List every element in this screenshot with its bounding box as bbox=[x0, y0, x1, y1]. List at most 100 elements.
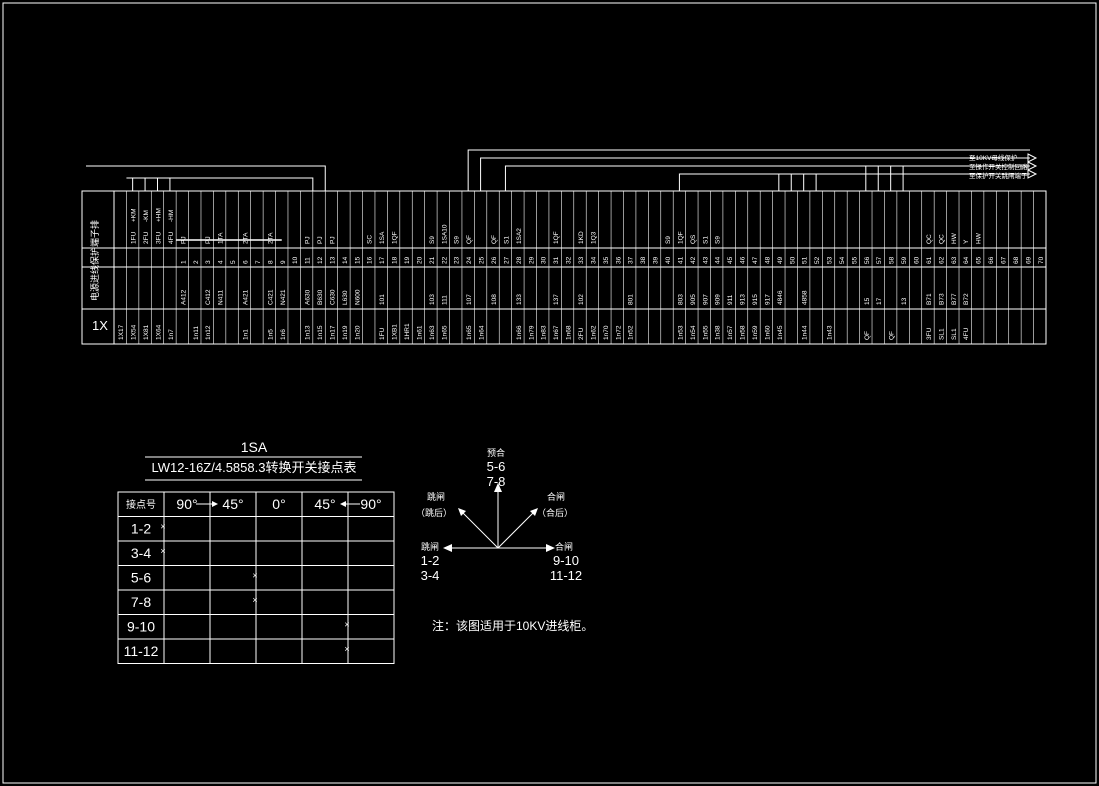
terminal-device-label: QF bbox=[466, 235, 473, 244]
table-header-position: 45° bbox=[314, 496, 335, 512]
control-stub bbox=[778, 173, 783, 191]
control-lead bbox=[480, 157, 1030, 191]
pos-top-label: 预合 bbox=[487, 447, 505, 458]
terminal-number: 30 bbox=[541, 256, 548, 264]
lead-arrow bbox=[1027, 153, 1038, 163]
terminal-wire-number: 133 bbox=[516, 294, 523, 305]
terminal-far-end: 1n44 bbox=[802, 325, 809, 340]
control-stub bbox=[790, 173, 796, 191]
pos-top-contacts-1: 5-6 bbox=[487, 459, 506, 474]
switch-device-label: 1SA bbox=[241, 439, 268, 455]
terminal-wire-number: 907 bbox=[702, 294, 709, 305]
table-contact-mark: × bbox=[252, 595, 257, 605]
terminal-number: 18 bbox=[392, 256, 399, 264]
table-contact-mark: × bbox=[344, 644, 349, 654]
terminal-far-end: QF bbox=[889, 331, 896, 340]
applicability-note: 注：该图适用于10KV进线柜。 bbox=[432, 618, 593, 633]
terminal-far-end: 1n7 bbox=[168, 329, 175, 340]
terminal-far-end: 1n5 bbox=[267, 329, 274, 340]
terminal-far-end: 1X81 bbox=[143, 324, 150, 340]
header-arrowhead bbox=[212, 501, 218, 507]
terminal-device-label: S1 bbox=[702, 236, 709, 244]
terminal-number: 48 bbox=[764, 256, 771, 264]
terminal-device-label: 1SA bbox=[379, 231, 386, 244]
table-contact-label: 9-10 bbox=[127, 619, 155, 635]
terminal-device-label: 3FU bbox=[155, 231, 162, 244]
terminal-number: 26 bbox=[491, 256, 498, 264]
terminal-wire-number: A412 bbox=[180, 289, 187, 305]
terminal-far-end: 1n55 bbox=[702, 325, 709, 340]
terminal-number: 46 bbox=[740, 256, 747, 264]
terminal-number: 50 bbox=[789, 256, 796, 264]
terminal-wire-number: 905 bbox=[690, 294, 697, 305]
terminal-number: 68 bbox=[1013, 256, 1020, 264]
terminal-far-end: 1n15 bbox=[317, 325, 324, 340]
terminal-wire-number: 15 bbox=[864, 297, 871, 305]
terminal-number: 19 bbox=[404, 256, 411, 264]
control-lead bbox=[467, 149, 1030, 191]
arrowhead-upright bbox=[530, 508, 538, 516]
terminal-wire-number: 17 bbox=[876, 297, 883, 305]
control-lead bbox=[504, 165, 1030, 191]
terminal-number: 24 bbox=[466, 256, 473, 264]
terminal-far-end: 1n63 bbox=[429, 325, 436, 340]
pos-left-label: 跳闸 bbox=[421, 541, 439, 552]
table-contact-label: 7-8 bbox=[131, 594, 151, 610]
terminal-far-end: 1n1 bbox=[242, 329, 249, 340]
terminal-device-label: QC bbox=[926, 234, 933, 244]
terminal-number: 62 bbox=[938, 256, 945, 264]
terminal-wire-number: B630 bbox=[317, 289, 324, 305]
terminal-far-end: 1n66 bbox=[516, 325, 523, 340]
terminal-device-label: 2FU bbox=[143, 231, 150, 244]
terminal-far-end: 1n6 bbox=[280, 329, 287, 340]
terminal-number: 55 bbox=[851, 256, 858, 264]
terminal-wire-number: C630 bbox=[329, 289, 336, 305]
table-contact-label: 3-4 bbox=[131, 545, 151, 561]
terminal-far-end: 1n54 bbox=[690, 325, 697, 340]
terminal-far-end: 1n59 bbox=[752, 325, 759, 340]
destination-note: 至10KV母线保护 bbox=[969, 153, 1017, 162]
terminal-device-label: QC bbox=[938, 234, 945, 244]
terminal-device-label: S1 bbox=[503, 236, 510, 244]
bus-group-label: +HM bbox=[155, 208, 162, 222]
terminal-wire-number: B73 bbox=[938, 293, 945, 305]
terminal-number: 36 bbox=[615, 256, 622, 264]
terminal-far-end: 1n67 bbox=[553, 325, 560, 340]
terminal-far-end: 1n52 bbox=[628, 325, 635, 340]
terminal-device-label: 2TA bbox=[267, 232, 274, 244]
terminal-wire-number: 107 bbox=[466, 294, 473, 305]
terminal-number: 58 bbox=[889, 256, 896, 264]
terminal-number: 63 bbox=[951, 256, 958, 264]
terminal-device-label: QS bbox=[690, 234, 697, 244]
terminal-number: 34 bbox=[590, 256, 597, 264]
terminal-device-label: 1Q3 bbox=[590, 231, 597, 244]
terminal-far-end: 1n12 bbox=[205, 325, 212, 340]
table-contact-label: 5-6 bbox=[131, 570, 151, 586]
table-contact-mark: × bbox=[344, 620, 349, 630]
terminal-number: 66 bbox=[988, 256, 995, 264]
terminal-wire-number: N600 bbox=[354, 289, 361, 305]
terminal-number: 9 bbox=[280, 260, 287, 264]
arrowhead-upleft bbox=[458, 508, 466, 516]
terminal-far-end: 1n17 bbox=[329, 325, 336, 340]
arrowhead-left bbox=[443, 544, 452, 552]
lead-arrow bbox=[1027, 169, 1038, 179]
terminal-number: 44 bbox=[715, 256, 722, 264]
terminal-wire-number: 803 bbox=[677, 294, 684, 305]
terminal-far-end: 1n13 bbox=[305, 325, 312, 340]
terminal-device-label: 4FU bbox=[168, 231, 175, 244]
terminal-far-end: 1n57 bbox=[727, 325, 734, 340]
terminal-wire-number: 101 bbox=[379, 294, 386, 305]
header-arrowhead bbox=[340, 501, 346, 507]
feeder-line bbox=[86, 165, 326, 191]
control-stub bbox=[803, 173, 808, 191]
terminal-device-label: PJ bbox=[317, 236, 324, 244]
terminal-far-end: SL1 bbox=[951, 328, 958, 340]
terminal-device-label: S9 bbox=[715, 236, 722, 244]
pos-left-contacts-1: 1-2 bbox=[421, 553, 440, 568]
pos-upright-sub: （合后） bbox=[537, 507, 573, 518]
terminal-number: 38 bbox=[640, 256, 647, 264]
terminal-wire-number: 4846 bbox=[777, 290, 784, 305]
